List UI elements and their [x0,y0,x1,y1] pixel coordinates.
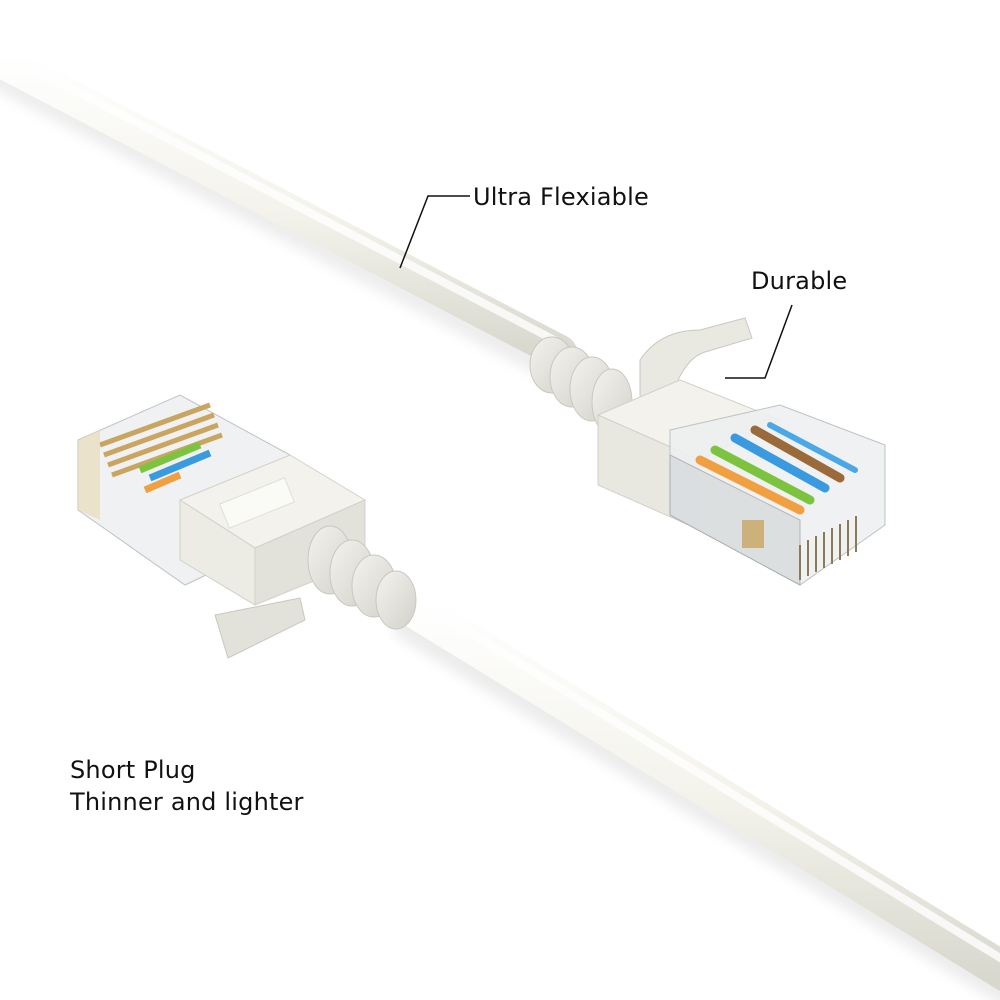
callout-ultra-flexible: Ultra Flexiable [473,183,649,211]
leader-line-ultra-flexible [399,195,470,269]
left-plug-wires [138,441,212,494]
left-strain-relief-boot [307,525,417,630]
right-plug-wires [695,422,858,515]
right-plug-contacts [799,516,857,580]
leader-lines [399,195,793,379]
right-rj45-plug [529,317,886,586]
callout-short-plug: Short Plug [70,756,196,784]
callout-thinner-lighter: Thinner and lighter [70,788,304,816]
left-rj45-plug [77,394,417,659]
lower-cable [381,581,1000,1000]
callout-durable: Durable [751,267,848,295]
leader-line-durable [725,304,793,379]
upper-cable [0,41,577,385]
